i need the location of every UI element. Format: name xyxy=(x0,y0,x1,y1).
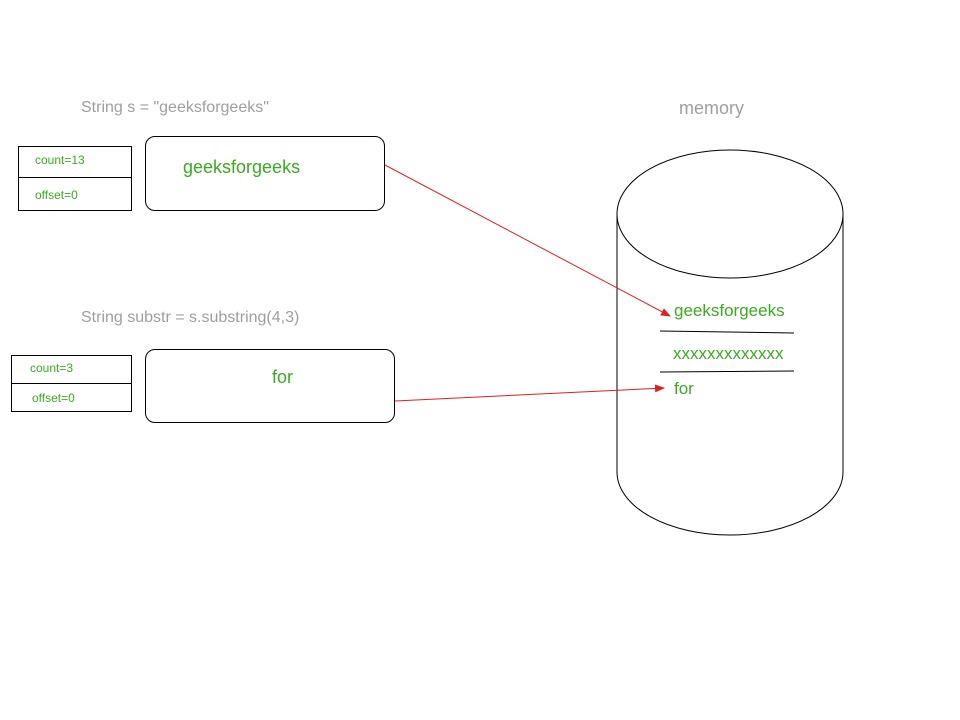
string-s-metadata-box: count=13 offset=0 xyxy=(18,146,132,211)
memory-cylinder-top xyxy=(616,149,844,279)
string-substr-metadata-divider xyxy=(12,383,131,384)
string-s-offset: offset=0 xyxy=(35,188,78,202)
string-substr-metadata-box: count=3 offset=0 xyxy=(11,355,132,412)
declaration-substr: String substr = s.substring(4,3) xyxy=(81,309,300,326)
declaration-s: String s = "geeksforgeeks" xyxy=(81,99,269,116)
arrow-s-to-memory xyxy=(384,164,671,317)
memory-divider-2 xyxy=(659,370,795,373)
memory-entry-placeholder: xxxxxxxxxxxxx xyxy=(673,344,784,363)
memory-divider-1 xyxy=(659,330,795,334)
memory-title: memory xyxy=(679,98,745,118)
string-substr-value-box: for xyxy=(145,349,395,423)
arrow-substr-to-memory xyxy=(394,384,665,402)
string-substr-value: for xyxy=(272,367,294,387)
string-substr-count: count=3 xyxy=(30,361,74,375)
string-s-metadata-divider xyxy=(19,177,131,178)
memory-entry-for: for xyxy=(674,379,694,398)
string-s-value-box: geeksforgeeks xyxy=(145,136,385,211)
memory-entry-geeksforgeeks: geeksforgeeks xyxy=(674,301,785,320)
memory-cylinder xyxy=(616,149,844,536)
string-s-value: geeksforgeeks xyxy=(183,157,301,177)
string-substr-offset: offset=0 xyxy=(32,391,75,405)
string-s-count: count=13 xyxy=(35,153,85,167)
memory-cylinder-body xyxy=(616,214,844,536)
